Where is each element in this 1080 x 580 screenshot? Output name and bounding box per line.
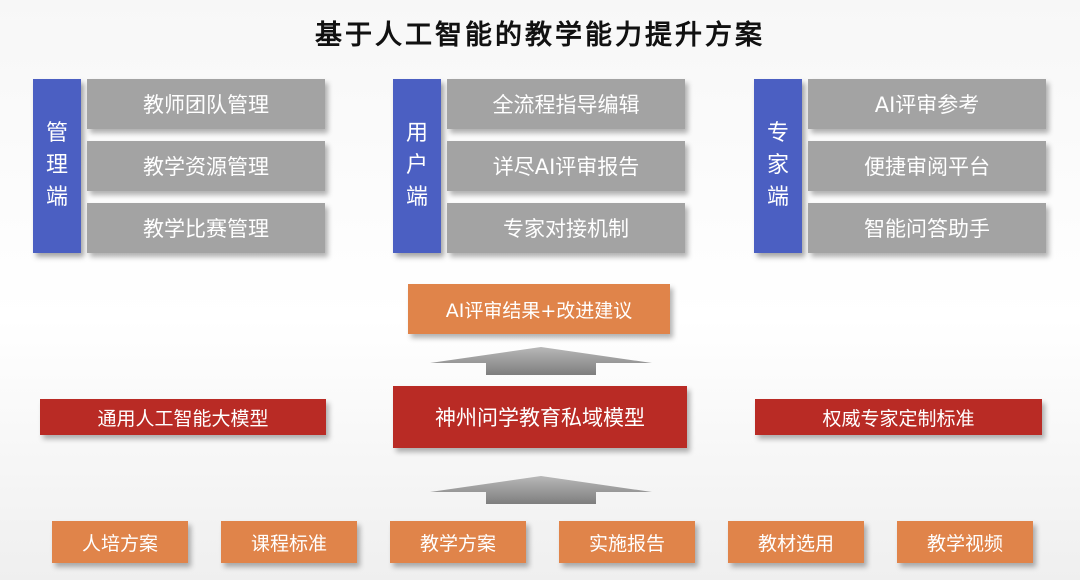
user-item-1: 全流程指导编辑	[447, 79, 685, 129]
management-item-2: 教学资源管理	[87, 141, 325, 191]
management-side-label-text: 管理端	[45, 121, 68, 210]
ai-review-result-box: AI评审结果+改进建议	[408, 284, 670, 334]
private-domain-model-box: 神州问学教育私域模型	[393, 386, 687, 448]
expert-side-label: 专家端	[754, 79, 802, 253]
expert-item-3: 智能问答助手	[808, 203, 1046, 253]
upward-arrow-icon	[430, 347, 652, 375]
expert-side-label-text: 专家端	[766, 121, 789, 210]
talent-training-plan-box: 人培方案	[52, 521, 188, 563]
expert-item-1: AI评审参考	[808, 79, 1046, 129]
user-item-3: 专家对接机制	[447, 203, 685, 253]
expert-standard-box: 权威专家定制标准	[755, 399, 1042, 435]
management-item-3: 教学比赛管理	[87, 203, 325, 253]
general-ai-model-box: 通用人工智能大模型	[40, 399, 326, 435]
teaching-plan-box: 教学方案	[390, 521, 526, 563]
user-side-label-text: 用户端	[405, 121, 428, 210]
expert-item-2: 便捷审阅平台	[808, 141, 1046, 191]
user-side-label: 用户端	[393, 79, 441, 253]
implementation-report-box: 实施报告	[559, 521, 695, 563]
textbook-selection-box: 教材选用	[728, 521, 864, 563]
teaching-video-box: 教学视频	[897, 521, 1033, 563]
management-item-1: 教师团队管理	[87, 79, 325, 129]
upward-arrow-icon	[430, 476, 652, 504]
curriculum-standard-box: 课程标准	[221, 521, 357, 563]
management-side-label: 管理端	[33, 79, 81, 253]
page-title: 基于人工智能的教学能力提升方案	[315, 20, 765, 51]
user-item-2: 详尽AI评审报告	[447, 141, 685, 191]
